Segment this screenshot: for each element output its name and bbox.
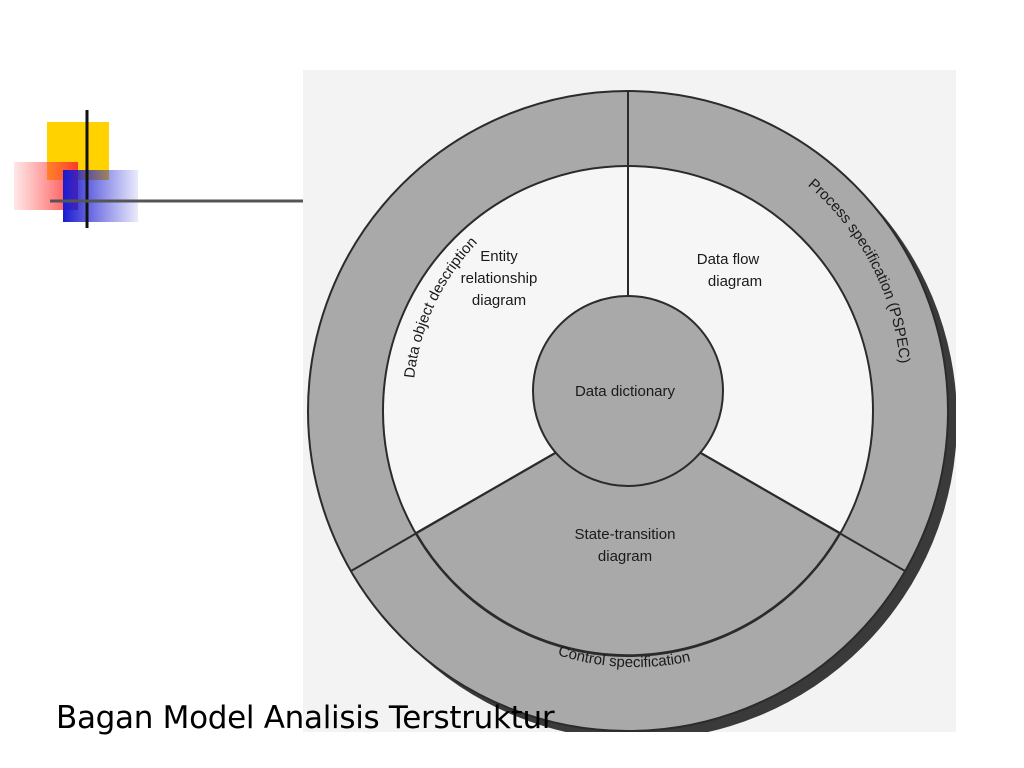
data-dictionary-label: Data dictionary: [575, 383, 676, 400]
std-label-line1: State-transition: [575, 526, 676, 543]
erd-label-line3: diagram: [472, 292, 526, 309]
std-label-line2: diagram: [598, 548, 652, 565]
dfd-label-line2: diagram: [708, 273, 762, 290]
deco-blue-square: [63, 170, 138, 222]
center-circle: [532, 295, 724, 487]
dfd-label-line1: Data flow: [697, 251, 760, 268]
analysis-model-svg: Data dictionary Entity relationship diag…: [307, 90, 956, 732]
erd-label-line1: Entity: [480, 248, 518, 265]
erd-label-line2: relationship: [461, 270, 538, 287]
slide-caption: Bagan Model Analisis Terstruktur: [56, 700, 555, 736]
analysis-model-diagram: Data dictionary Entity relationship diag…: [303, 70, 956, 732]
